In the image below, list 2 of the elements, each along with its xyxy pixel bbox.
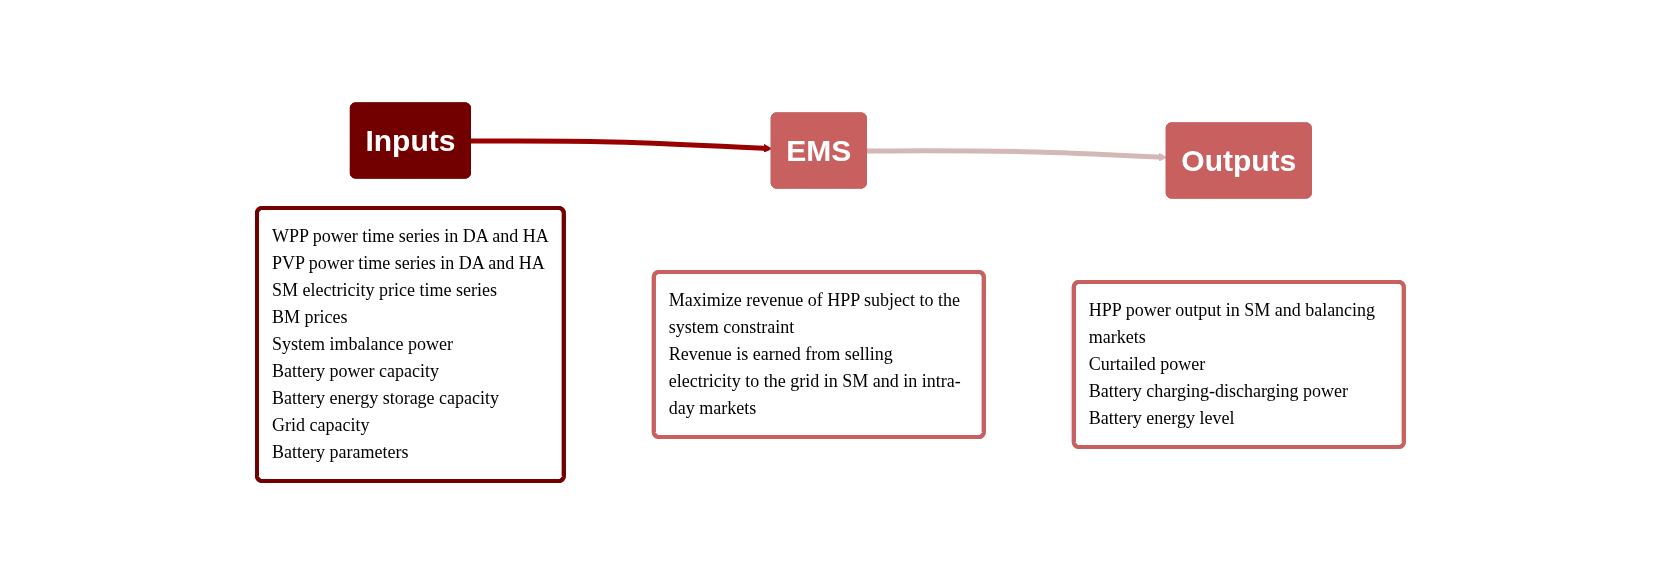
arrow: [866, 148, 1167, 162]
arrow: [470, 138, 772, 153]
